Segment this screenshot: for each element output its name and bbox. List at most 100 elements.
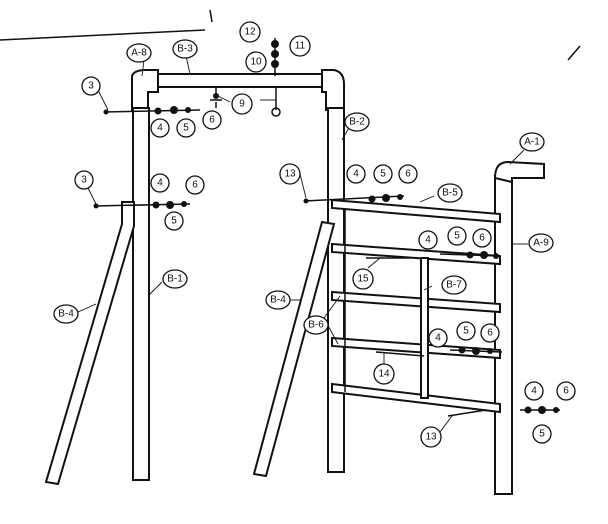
leader [217, 95, 231, 103]
callout-label: 5 [380, 169, 386, 180]
label-b1: B-1 [162, 269, 188, 289]
callout-label: 4 [353, 169, 359, 180]
label-a1: A-1 [519, 132, 545, 152]
callout-14: 14 [373, 363, 395, 385]
washer-r4 [524, 406, 532, 414]
callout-5a: 5 [176, 118, 196, 138]
bolt-13-lower [447, 409, 487, 417]
washer-2 [152, 201, 160, 209]
leader [87, 187, 97, 205]
callout-15: 15 [352, 268, 374, 290]
washer-r3 [458, 346, 466, 354]
callout-label: 4 [425, 235, 431, 246]
callout-4e: 4 [428, 328, 448, 348]
callout-label: 3 [88, 81, 94, 92]
label-b4-middle: B-4 [265, 290, 291, 310]
bolt-line-top [103, 109, 201, 113]
callout-3-mid: 3 [74, 170, 94, 190]
callout-label: 9 [239, 99, 245, 110]
callout-13-bottom: 13 [420, 426, 442, 448]
label-a9: A-9 [528, 233, 554, 253]
callout-10: 10 [245, 51, 267, 73]
callout-label: A-1 [524, 137, 540, 148]
leader [509, 149, 525, 165]
middle-brace-b4 [252, 220, 336, 478]
left-brace-b4 [44, 201, 135, 486]
callout-4c: 4 [346, 164, 366, 184]
nut-2 [181, 201, 187, 207]
callout-5e: 5 [456, 321, 476, 341]
rung-1 [331, 198, 501, 224]
top-edge-line [0, 29, 206, 41]
washer [154, 107, 162, 115]
callout-label: B-6 [308, 320, 324, 331]
callout-11: 11 [289, 35, 311, 57]
leader [299, 173, 307, 199]
callout-4b: 4 [150, 173, 170, 193]
callout-label: 15 [357, 274, 369, 285]
left-corner-joint [131, 69, 159, 111]
middle-post-b2 [327, 107, 345, 473]
rung-5 [331, 382, 501, 414]
nut [185, 107, 191, 113]
callout-label: 11 [295, 41, 306, 52]
lockwasher-2 [166, 201, 174, 209]
callout-13-top: 13 [279, 163, 301, 185]
callout-6d: 6 [472, 228, 492, 248]
callout-4f: 4 [524, 381, 544, 401]
callout-4a: 4 [150, 118, 170, 138]
callout-5b: 5 [164, 211, 184, 231]
callout-label: 5 [463, 326, 469, 337]
leader [141, 59, 145, 77]
leader [439, 415, 453, 433]
washer-r1 [368, 195, 376, 203]
rung-3 [331, 290, 501, 314]
leader [97, 89, 109, 111]
callout-label: B-5 [442, 188, 458, 199]
lockwasher-r4 [538, 406, 546, 414]
callout-label: 13 [284, 169, 296, 180]
lockwasher [170, 106, 178, 114]
lockwasher-r3 [472, 347, 480, 355]
callout-9: 9 [231, 93, 253, 115]
rung-4 [331, 336, 501, 360]
top-beam-b3 [139, 73, 337, 88]
leader [77, 303, 97, 313]
callout-label: A-9 [533, 238, 549, 249]
callout-label: 13 [425, 432, 437, 443]
callout-12: 12 [239, 21, 261, 43]
right-corner-joint [321, 69, 345, 111]
lockwasher-r1 [382, 194, 390, 202]
callout-6f: 6 [556, 381, 576, 401]
callout-label: 14 [378, 369, 390, 380]
callout-label: 3 [81, 175, 87, 186]
label-b3: B-3 [172, 39, 198, 59]
label-a8: A-8 [126, 43, 152, 63]
callout-5f: 5 [532, 424, 552, 444]
nut-r4 [553, 407, 559, 413]
callout-label: A-8 [131, 48, 147, 59]
callout-label: 5 [171, 216, 177, 227]
callout-label: 6 [192, 180, 198, 191]
callout-6b: 6 [185, 175, 205, 195]
label-b7: B-7 [441, 275, 467, 295]
hanger-bolt [213, 93, 219, 99]
callout-3-top: 3 [81, 76, 101, 96]
callout-label: 5 [454, 231, 460, 242]
corner-mark-right [567, 45, 581, 61]
leader [147, 281, 163, 297]
callout-5d: 5 [447, 226, 467, 246]
callout-label: 5 [183, 123, 189, 134]
corner-mark [209, 9, 213, 23]
elbow-a1 [493, 160, 545, 184]
rung-2 [331, 242, 501, 266]
callout-label: B-7 [446, 280, 462, 291]
leader [185, 55, 191, 75]
callout-label: 6 [209, 115, 215, 126]
vertical-bar-b7 [420, 257, 429, 399]
callout-label: B-3 [177, 44, 193, 55]
callout-label: B-1 [167, 274, 183, 285]
nut-r3 [487, 348, 493, 354]
lockwasher-r2 [480, 251, 488, 259]
